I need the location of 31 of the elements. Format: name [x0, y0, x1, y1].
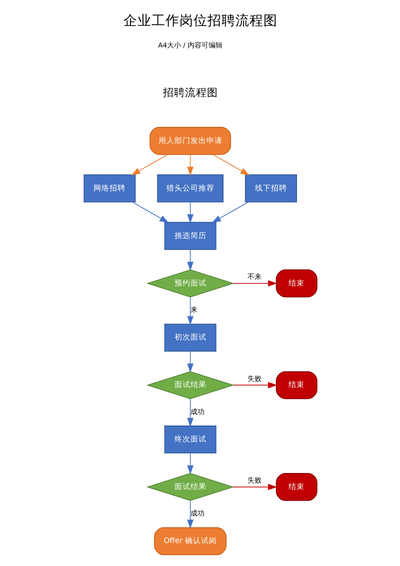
arrow: [186, 202, 193, 224]
node-box: 线下招聘: [244, 174, 296, 202]
arrow: [186, 452, 193, 474]
arrow: [232, 382, 277, 388]
arrow: [186, 249, 193, 271]
node-box: 网络招聘: [83, 174, 136, 202]
arrow: [232, 280, 277, 287]
arrow: [211, 202, 248, 223]
node-box: 用人部门发出申请: [149, 126, 231, 155]
arrow: [186, 296, 193, 326]
node-box: 挑选简历: [164, 222, 216, 250]
node-diamond: 预约面试: [146, 269, 234, 298]
node-box: 结束: [275, 473, 317, 501]
arrow: [212, 154, 249, 176]
node-diamond: 面试结果: [146, 371, 234, 400]
diagram-title: 企业工作岗位招聘流程图: [123, 13, 277, 30]
arrow: [186, 398, 193, 427]
node-box: 结束: [275, 269, 317, 298]
arrow: [186, 154, 193, 176]
arrow: [186, 351, 193, 373]
node-box: 猎头公司推荐: [156, 174, 223, 202]
node-diamond: 面试结果: [146, 472, 234, 501]
arrow: [186, 500, 193, 529]
arrow: [130, 154, 168, 176]
arrow: [232, 484, 277, 490]
node-box: 结束: [275, 371, 317, 400]
arrow: [131, 202, 168, 223]
node-box: 终次面试: [164, 426, 216, 454]
node-box: 初次面试: [164, 324, 216, 352]
label: 招聘流程图: [162, 87, 218, 100]
node-box: Offer 确认试岗: [154, 527, 226, 556]
